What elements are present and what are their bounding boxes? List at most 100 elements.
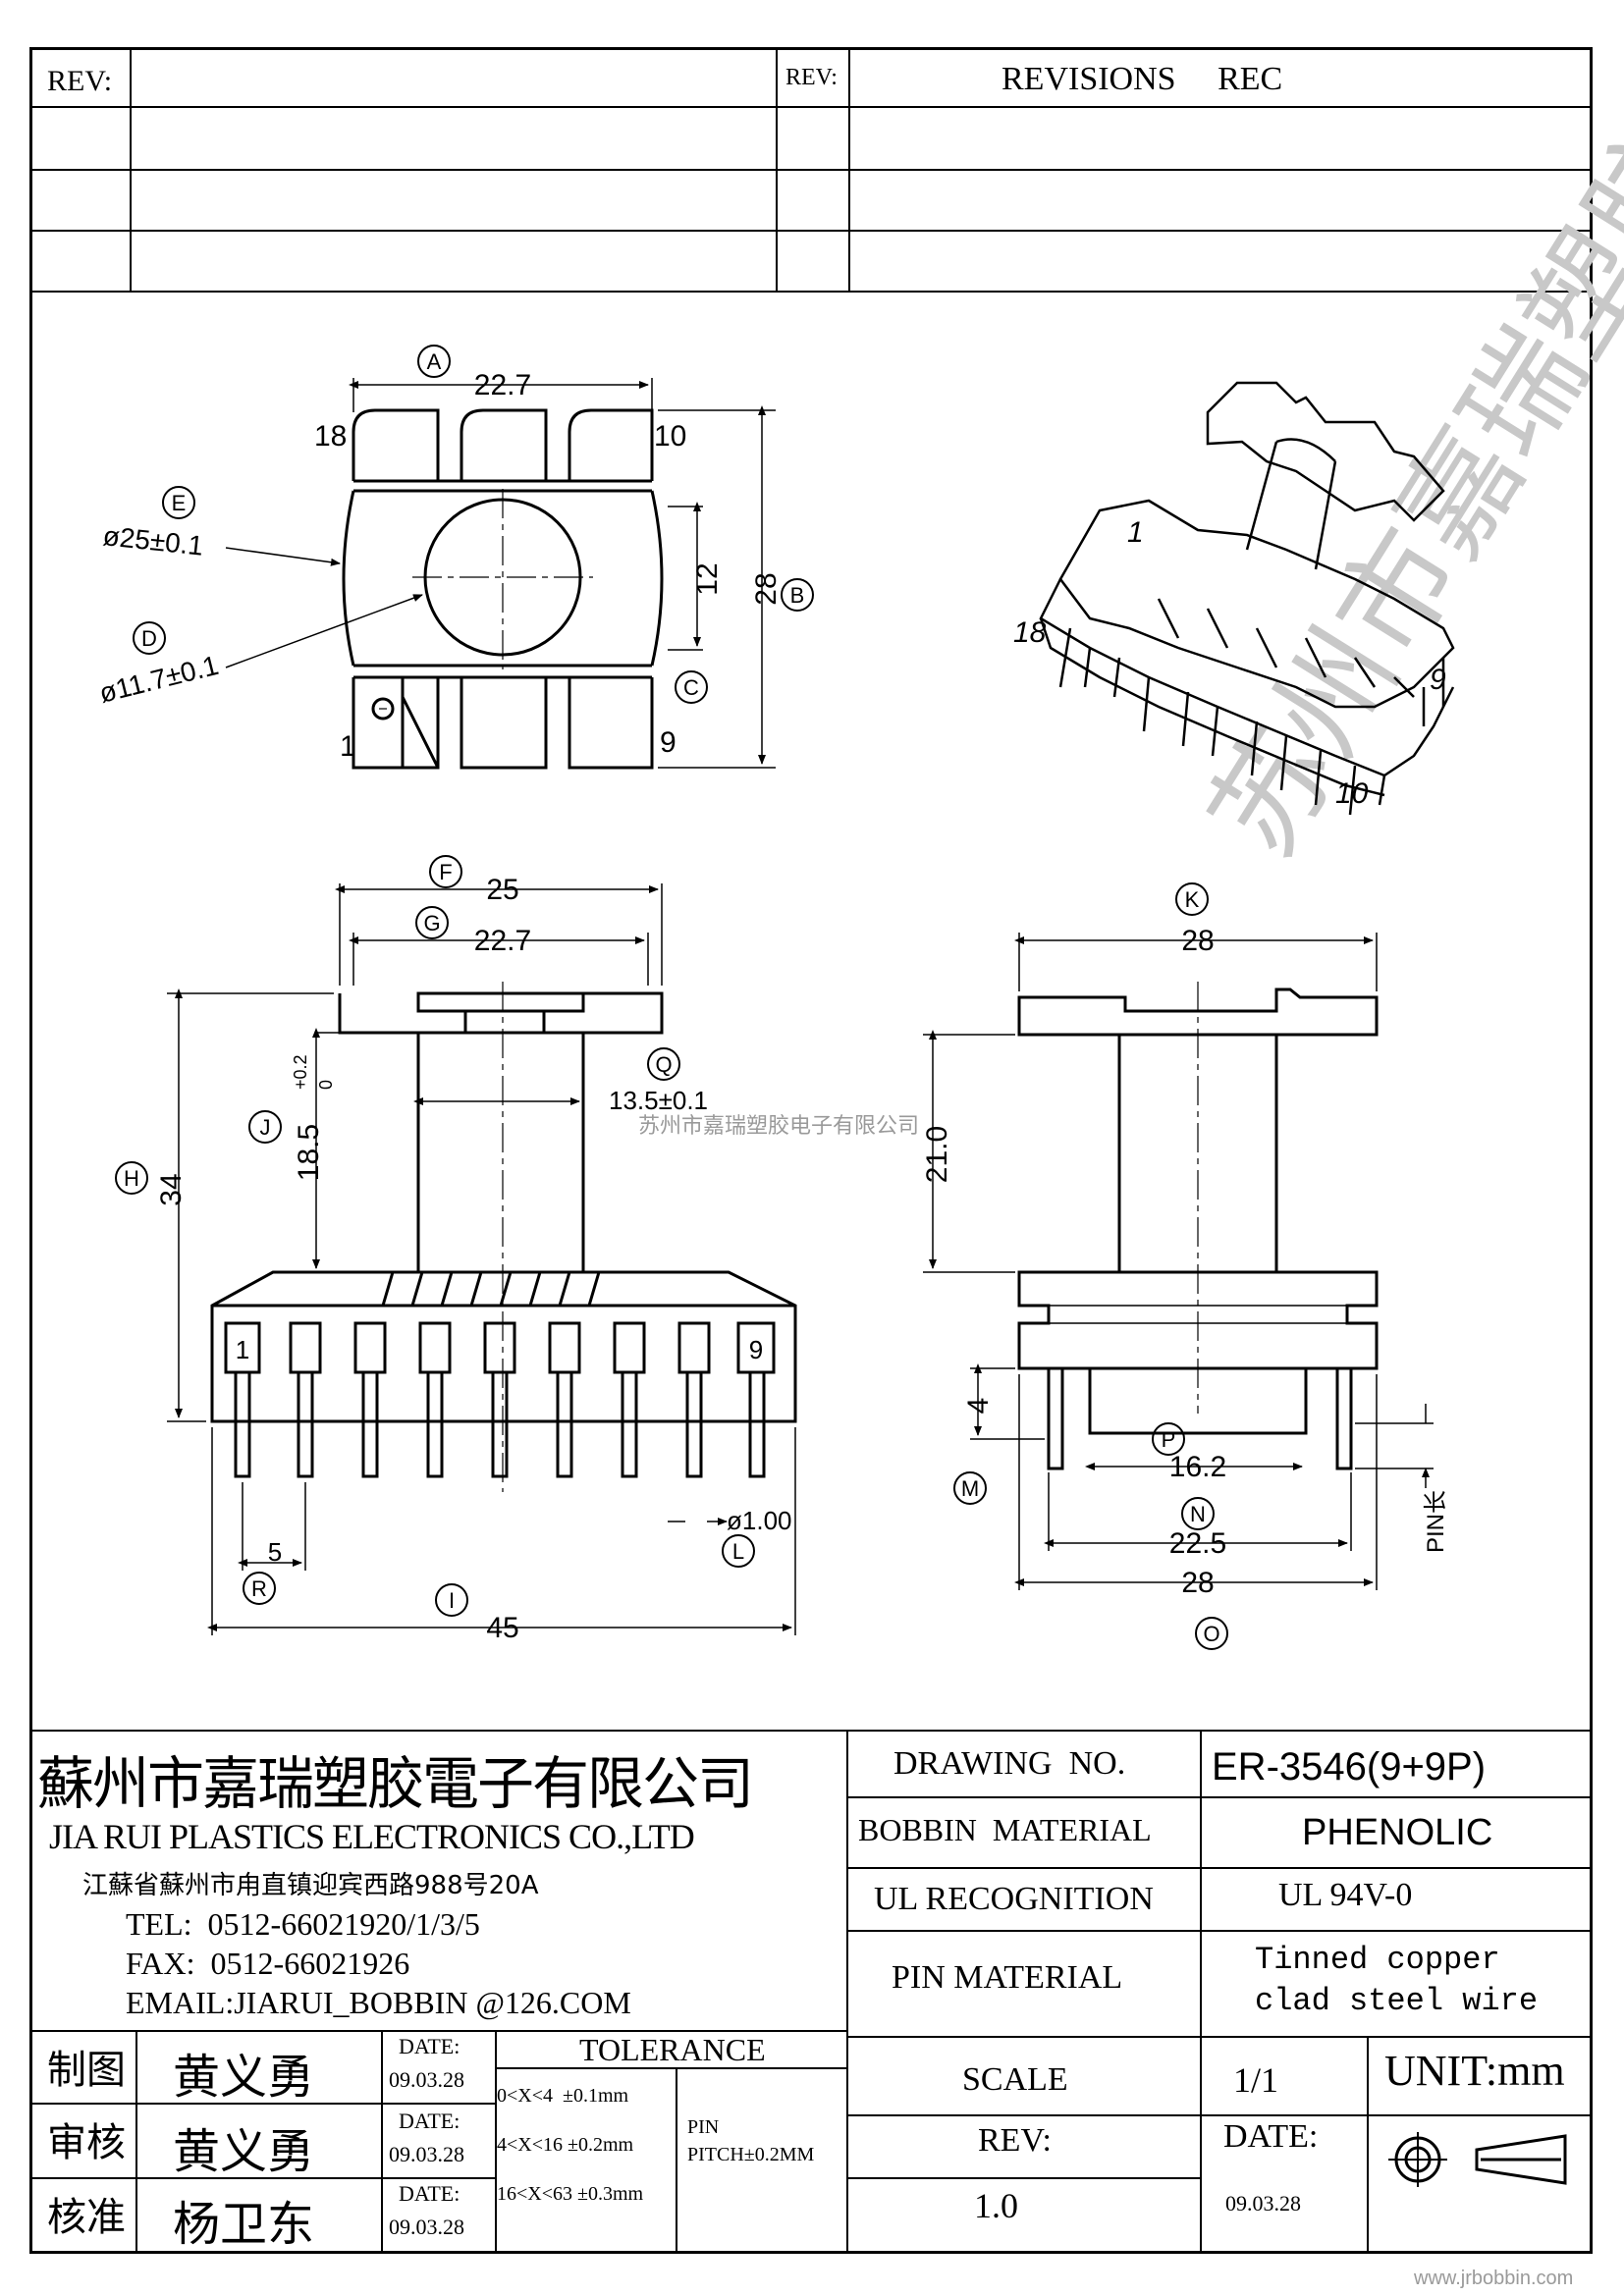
dim-5-value: 5: [268, 1537, 282, 1567]
marker-d: D: [141, 626, 157, 651]
side-view: [923, 933, 1434, 1590]
marker-m: M: [961, 1476, 979, 1501]
marker-f: F: [439, 860, 452, 884]
pin-material-line2: clad steel wire: [1255, 1983, 1539, 2019]
approval-name-3: 杨卫东: [173, 2197, 315, 2252]
marker-i: I: [449, 1588, 455, 1613]
dim-12-value: 12: [691, 562, 724, 595]
scale-value: 1/1: [1233, 2060, 1279, 2100]
marker-b: B: [790, 583, 805, 608]
bobbin-material-value: PHENOLIC: [1302, 1812, 1493, 1853]
date-label: DATE:: [1223, 2118, 1319, 2155]
marker-e: E: [172, 491, 187, 515]
marker-k: K: [1185, 887, 1200, 912]
technical-drawing: 苏州市嘉瑞塑胶电子有限公司: [96, 0, 1624, 1650]
approval-date-label-2: DATE:: [399, 2109, 460, 2133]
approval-date-3: 09.03.28: [389, 2215, 464, 2239]
iso-pin-10: 10: [1335, 777, 1369, 810]
dim-j-tol-plus: +0.2: [291, 1054, 310, 1090]
marker-r: R: [251, 1576, 267, 1601]
rev-label-right: REV:: [785, 65, 838, 90]
pin-pitch-label: PIN: [687, 2116, 720, 2138]
tolerance-row-1: 0<X<4 ±0.1mm: [497, 2085, 629, 2107]
pin-material-label: PIN MATERIAL: [892, 1959, 1123, 1996]
dim-d-value: ø11.7±0.1: [96, 650, 222, 709]
revisions-header: REVISIONS REC: [1001, 61, 1283, 97]
company-email: EMAIL:JIARUI_BOBBIN @126.COM: [126, 1985, 631, 2020]
dim-pin-value: ø1.00: [727, 1506, 792, 1535]
projection-symbol-icon: [1388, 2132, 1567, 2187]
marker-a: A: [427, 349, 442, 374]
tolerance-row-2: 4<X<16 ±0.2mm: [497, 2134, 634, 2156]
rev-value: 1.0: [974, 2186, 1018, 2225]
dim-4-value: 4: [962, 1398, 995, 1415]
marker-h: H: [124, 1166, 139, 1191]
approval-name-2: 黄义勇: [173, 2124, 315, 2179]
footer-url: www.jrbobbin.com: [1414, 2268, 1574, 2289]
marker-n: N: [1190, 1502, 1206, 1526]
iso-pin-1: 1: [1127, 516, 1144, 549]
marker-j: J: [260, 1115, 271, 1140]
tolerance-header: TOLERANCE: [579, 2032, 766, 2067]
top-pin-9: 9: [660, 726, 677, 759]
drawing-sheet: [29, 47, 1593, 2254]
dim-i-value: 45: [486, 1612, 518, 1644]
company-address: 江蘇省蘇州市甪直镇迎宾西路988号20A: [82, 1871, 539, 1900]
rev-label: REV:: [978, 2122, 1052, 2159]
marker-p: P: [1162, 1427, 1176, 1452]
top-pin-10: 10: [654, 420, 686, 453]
drawing-no-label: DRAWING NO.: [893, 1745, 1126, 1782]
dim-f-value: 25: [486, 874, 518, 906]
front-pin-9: 9: [749, 1335, 763, 1364]
ul-label: UL RECOGNITION: [874, 1881, 1154, 1917]
company-name-cn: 蘇州市嘉瑞塑胶電子有限公司: [37, 1750, 754, 1817]
approval-role-3: 核准: [47, 2195, 126, 2240]
company-tel: TEL: 0512-66021920/1/3/5: [126, 1906, 480, 1942]
dim-pin-length-label: PIN长: [1423, 1490, 1449, 1553]
approval-date-label-1: DATE:: [399, 2034, 460, 2058]
front-view: [167, 883, 797, 1635]
dim-q-value: 13.5±0.1: [609, 1086, 708, 1115]
date-value: 09.03.28: [1225, 2191, 1301, 2216]
ul-value: UL 94V-0: [1278, 1877, 1413, 1913]
top-pin-1: 1: [340, 730, 356, 763]
drawing-no-value: ER-3546(9+9P): [1212, 1745, 1487, 1789]
dim-a-value: 22.7: [474, 369, 531, 401]
pin-material-line1: Tinned copper: [1255, 1942, 1500, 1978]
rev-label-left: REV:: [47, 65, 113, 97]
isometric-view: [1039, 381, 1455, 816]
dim-k-value: 28: [1181, 925, 1214, 957]
dim-e-value: ø25±0.1: [101, 520, 204, 561]
approval-role-2: 审核: [47, 2120, 126, 2165]
company-name-en: JIA RUI PLASTICS ELECTRONICS CO.,LTD: [49, 1817, 695, 1856]
dim-j-tol-minus: 0: [316, 1080, 336, 1090]
unit-label: UNIT:mm: [1384, 2047, 1565, 2095]
marker-g: G: [423, 911, 440, 935]
dim-28-value: 28: [750, 572, 783, 605]
dim-21-value: 21.0: [921, 1126, 953, 1183]
watermark-small: 苏州市嘉瑞塑胶电子有限公司: [638, 1113, 919, 1138]
marker-q: Q: [655, 1052, 672, 1077]
marker-l: L: [732, 1539, 744, 1564]
top-pin-18: 18: [314, 420, 347, 453]
approval-name-1: 黄义勇: [173, 2050, 315, 2105]
front-pin-1: 1: [236, 1335, 249, 1364]
company-fax: FAX: 0512-66021926: [126, 1946, 410, 1981]
approval-role-1: 制图: [47, 2048, 126, 2093]
dim-n-value: 22.5: [1169, 1527, 1226, 1560]
dim-g-value: 22.7: [474, 925, 531, 957]
approval-date-1: 09.03.28: [389, 2067, 464, 2092]
scale-label: SCALE: [962, 2061, 1068, 2098]
tolerance-row-3: 16<X<63 ±0.3mm: [497, 2183, 644, 2205]
approval-date-2: 09.03.28: [389, 2142, 464, 2166]
top-view: [225, 378, 776, 770]
dim-h-value: 34: [155, 1173, 188, 1205]
iso-pin-9: 9: [1430, 664, 1446, 696]
bobbin-material-label: BOBBIN MATERIAL: [858, 1812, 1152, 1847]
pin-pitch-value: PITCH±0.2MM: [687, 2144, 815, 2165]
marker-o: O: [1203, 1622, 1219, 1646]
dim-28b-value: 28: [1181, 1567, 1214, 1599]
iso-pin-18: 18: [1013, 616, 1047, 649]
dim-j-value: 18.5: [293, 1124, 325, 1181]
approval-date-label-3: DATE:: [399, 2181, 460, 2206]
